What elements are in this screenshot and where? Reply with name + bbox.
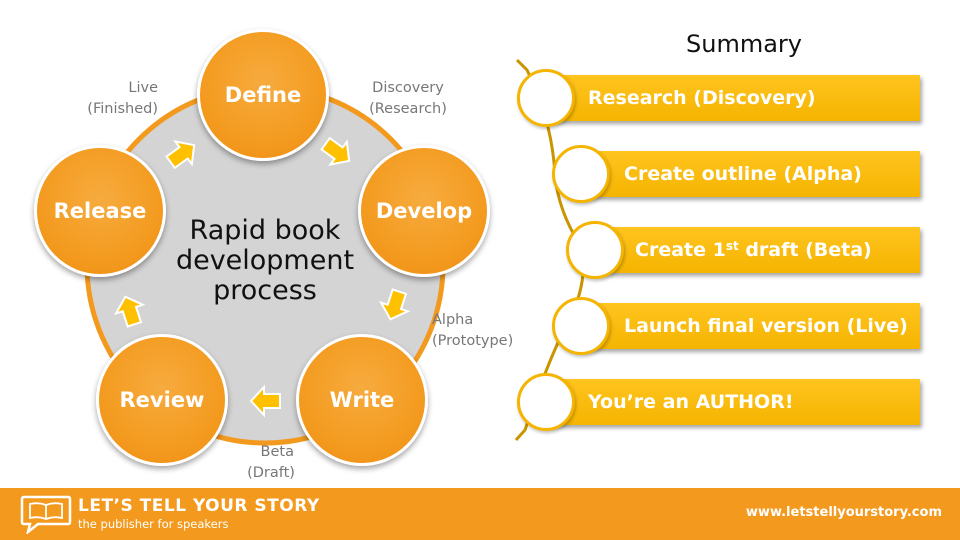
summary-item-research: Research (Discovery) (548, 75, 920, 121)
summary-item-text-pre: Create 1 (635, 239, 726, 261)
summary-title: Summary (686, 30, 802, 58)
phase-label: Live (128, 80, 158, 96)
phase-alpha: Alpha (Prototype) (432, 310, 528, 352)
arrow-write-to-review (249, 384, 281, 418)
step-release: Release (34, 145, 166, 277)
phase-sublabel: (Research) (369, 101, 447, 117)
phase-discovery: Discovery (Research) (362, 78, 454, 120)
summary-item-text: Research (Discovery) (588, 87, 816, 109)
step-define: Define (197, 29, 329, 161)
center-line: development (175, 245, 355, 276)
step-develop: Develop (358, 145, 490, 277)
summary-item-text-post: draft (Beta) (738, 239, 872, 261)
center-title: Rapid book development process (175, 216, 355, 306)
phase-label: Alpha (432, 312, 474, 328)
summary-bullet (517, 69, 575, 127)
step-write: Write (296, 334, 428, 466)
arrow-define-to-develop (320, 136, 351, 166)
phase-label: Discovery (372, 80, 444, 96)
summary-item-text: Create 1st draft (Beta) (635, 239, 872, 261)
arrow-develop-to-write (378, 288, 411, 321)
arrow-review-to-release (113, 295, 146, 328)
phase-sublabel: (Finished) (87, 101, 158, 117)
phase-sublabel: (Draft) (247, 465, 295, 481)
summary-item-launch: Launch final version (Live) (583, 303, 920, 349)
phase-live: Live (Finished) (68, 78, 158, 120)
arrow-release-to-define (165, 140, 196, 170)
summary-item-text: You’re an AUTHOR! (588, 391, 794, 413)
center-line: process (213, 275, 317, 306)
summary-bullet (517, 373, 575, 431)
summary-item-superscript: st (725, 239, 739, 253)
summary-bullet (566, 221, 624, 279)
summary-item-draft: Create 1st draft (Beta) (597, 227, 920, 273)
footer-tagline: the publisher for speakers (78, 517, 229, 531)
footer-website-link[interactable]: www.letstellyourstory.com (745, 505, 942, 520)
footer-bar: LET’S TELL YOUR STORY the publisher for … (0, 488, 960, 540)
phase-label: Beta (260, 444, 294, 460)
center-line: Rapid book (189, 215, 341, 246)
summary-item-author: You’re an AUTHOR! (548, 379, 920, 425)
summary-item-text: Launch final version (Live) (624, 315, 908, 337)
summary-item-outline: Create outline (Alpha) (583, 151, 920, 197)
summary-bullet (552, 145, 610, 203)
phase-sublabel: (Prototype) (432, 333, 514, 349)
footer-brand-name: LET’S TELL YOUR STORY (78, 496, 320, 516)
phase-beta: Beta (Draft) (236, 442, 306, 484)
step-review: Review (96, 334, 228, 466)
summary-bullet (552, 297, 610, 355)
speech-bubble-book-icon (20, 495, 72, 534)
summary-item-text: Create outline (Alpha) (624, 163, 862, 185)
